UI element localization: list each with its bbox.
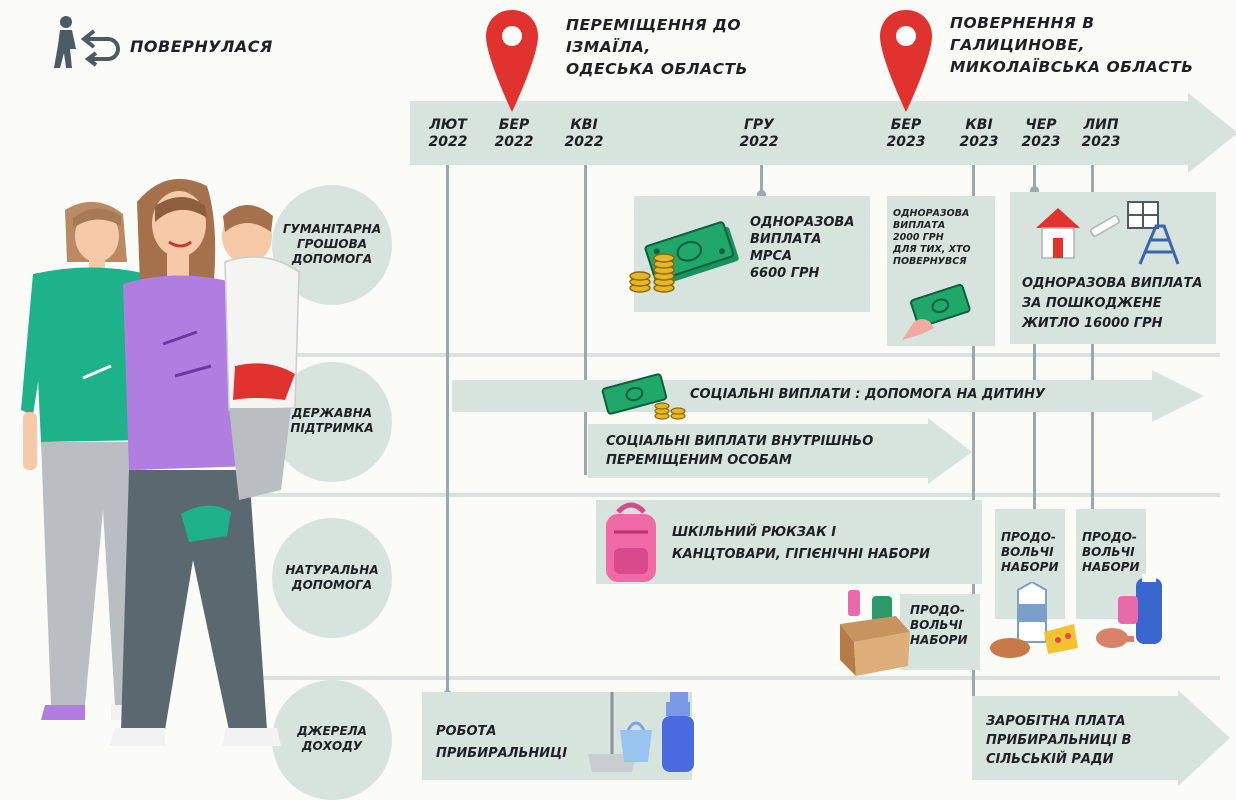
- location-pin-icon: [486, 10, 538, 112]
- cash-coins-icon: [601, 373, 686, 420]
- event-relocation-caption: ПЕРЕМІЩЕННЯ ДО ІЗМАЇЛА, ОДЕСЬКА ОБЛАСТЬ: [566, 16, 748, 78]
- date-label: ЧЕР 2023: [1021, 117, 1061, 150]
- date-label: КВІ 2022: [564, 117, 604, 150]
- backpack-icon: [606, 502, 656, 582]
- connector-line: [584, 165, 587, 475]
- returned-person-icon: [54, 16, 120, 68]
- idp-benefit-text: СОЦІАЛЬНІ ВИПЛАТИ ВНУТРІШНЬО ПЕРЕМІЩЕНИМ…: [606, 434, 874, 468]
- date-label: КВІ 2023: [959, 117, 999, 150]
- school-kit-card: [596, 500, 982, 584]
- timeline-arrow: [410, 93, 1236, 173]
- return-payment-text: ОДНОРАЗОВА ВИПЛАТА 2000 ГРН ДЛЯ ТИХ, ХТО…: [893, 208, 971, 267]
- cleaner-job-text: РОБОТА ПРИБИРАЛЬНИЦІ: [436, 724, 568, 761]
- connector-line: [760, 165, 763, 195]
- returned-status: ПОВЕРНУЛАСЯ: [50, 15, 310, 70]
- food-kit-2-text: ПРОДО- ВОЛЬЧІ НАБОРИ: [1001, 530, 1059, 574]
- date-label: БЕР 2023: [886, 117, 926, 150]
- hand-with-cash-icon: [902, 283, 971, 340]
- connector-dot: [1030, 186, 1039, 195]
- idp-benefit-arrow: [588, 418, 972, 484]
- connector-line: [972, 165, 975, 710]
- date-label: ГРУ 2022: [739, 117, 779, 150]
- row-label-state: ДЕРЖАВНА ПІДТРИМКА: [290, 406, 374, 435]
- food-box-icon: [840, 590, 910, 676]
- mpca-payment-text: ОДНОРАЗОВА ВИПЛАТА МРСА 6600 ГРН: [750, 215, 855, 281]
- row-separator: [240, 493, 1220, 497]
- event-return-caption: ПОВЕРНЕННЯ В ГАЛИЦИНОВЕ, МИКОЛАЇВСЬКА ОБ…: [950, 14, 1194, 76]
- returned-label: ПОВЕРНУЛАСЯ: [130, 37, 273, 56]
- house-repair-icon: [1036, 201, 1180, 265]
- row-label-inkind: НАТУРАЛЬНА ДОПОМОГА: [285, 563, 379, 592]
- date-label: ЛЮТ 2022: [428, 117, 468, 150]
- row-circle-inkind: [272, 518, 392, 638]
- location-pin-icon: [880, 10, 932, 112]
- housing-payment-text: ОДНОРАЗОВА ВИПЛАТА ЗА ПОШКОДЖЕНЕ ЖИТЛО 1…: [1022, 276, 1203, 331]
- food-kit-3-text: ПРОДО- ВОЛЬЧІ НАБОРИ: [1082, 530, 1140, 574]
- groceries-icon: [1096, 574, 1162, 648]
- council-salary-text: ЗАРОБІТНА ПЛАТА ПРИБИРАЛЬНИЦІ В СІЛЬСЬКІ…: [986, 714, 1132, 767]
- connector-dot: [757, 190, 766, 199]
- row-separator: [240, 676, 1220, 680]
- row-separator: [240, 353, 1220, 357]
- connector-line: [446, 165, 449, 695]
- child-benefit-text: СОЦІАЛЬНІ ВИПЛАТИ : ДОПОМОГА НА ДИТИНУ: [690, 387, 1046, 402]
- food-kit-1-text: ПРОДО- ВОЛЬЧІ НАБОРИ: [910, 603, 968, 647]
- cash-stack-icon: [629, 221, 739, 293]
- cleaning-supplies-icon: [588, 692, 694, 772]
- food-kit-1-card: [900, 594, 980, 670]
- date-label: ЛИП 2023: [1081, 117, 1121, 150]
- council-salary-arrow: [972, 690, 1230, 786]
- family-illustration: [21, 178, 300, 746]
- groceries-icon: [990, 582, 1078, 658]
- school-kit-text: ШКІЛЬНИЙ РЮКЗАК І КАНЦТОВАРИ, ГІГІЄНІЧНІ…: [672, 525, 930, 562]
- date-label: БЕР 2022: [494, 117, 534, 150]
- row-label-humanitarian: ГУМАНІТАРНА ГРОШОВА ДОПОМОГА: [282, 222, 382, 266]
- row-circle-income: [272, 680, 392, 800]
- row-label-income: ДЖЕРЕЛА ДОХОДУ: [297, 724, 367, 753]
